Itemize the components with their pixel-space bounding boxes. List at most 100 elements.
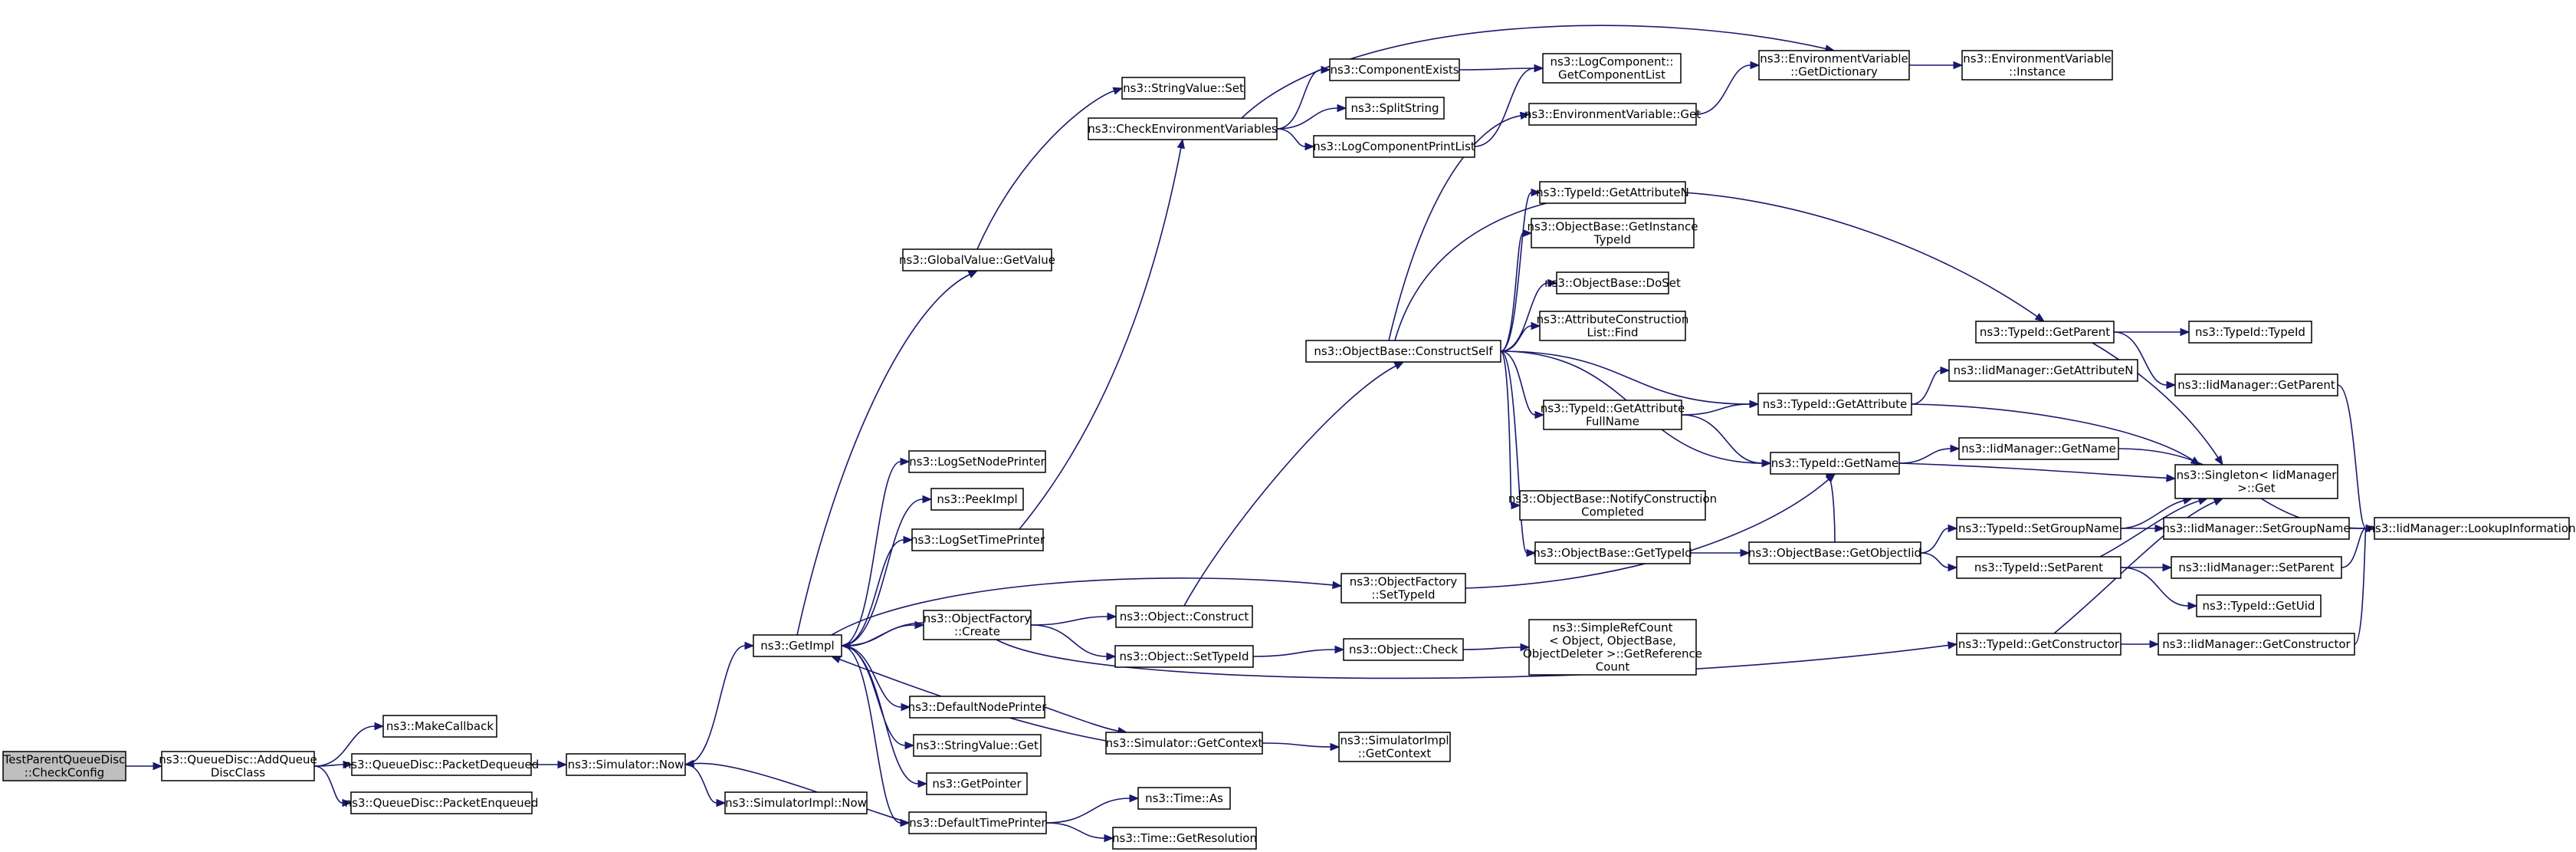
node-obnotify[interactable]: ns3::ObjectBase::NotifyConstructionCompl… xyxy=(1508,490,1717,521)
edge-line xyxy=(1681,414,1763,464)
node-iidsetparent[interactable]: ns3::IidManager::SetParent xyxy=(2171,556,2342,579)
node-label-line: ::SetTypeId xyxy=(1371,588,1435,602)
node-tidgetparent[interactable]: ns3::TypeId::GetParent xyxy=(1975,321,2115,344)
node-splitstring[interactable]: ns3::SplitString xyxy=(1345,97,1445,120)
node-strvalset[interactable]: ns3::StringValue::Set xyxy=(1121,77,1245,100)
node-deftimeprinter[interactable]: ns3::DefaultTimePrinter xyxy=(908,811,1047,834)
node-simnow[interactable]: ns3::Simulator::Now xyxy=(566,753,686,776)
node-tidgetuid[interactable]: ns3::TypeId::GetUid xyxy=(2196,594,2322,617)
node-objcheck[interactable]: ns3::Object::Check xyxy=(1343,638,1464,661)
edge-tidgetname-to-singleton xyxy=(1898,462,2177,482)
node-tidgetattr[interactable]: ns3::TypeId::GetAttribute xyxy=(1757,393,1912,416)
edge-simnow-to-getimpl xyxy=(684,641,755,765)
node-box xyxy=(926,772,1028,795)
node-label-line: ns3::TypeId::GetConstructor xyxy=(1958,637,2120,651)
node-strvalget[interactable]: ns3::StringValue::Get xyxy=(913,734,1042,757)
node-simimplnow[interactable]: ns3::SimulatorImpl::Now xyxy=(724,791,868,814)
node-logcompprint[interactable]: ns3::LogComponentPrintList xyxy=(1313,135,1475,158)
edge-line xyxy=(1044,706,1119,732)
node-pktenq[interactable]: ns3::QueueDisc::PacketEnqueued xyxy=(345,791,539,814)
node-root[interactable]: TestParentQueueDisc::CheckConfig xyxy=(2,751,126,781)
node-tidgetattrn[interactable]: ns3::TypeId::GetAttributeN xyxy=(1536,181,1689,204)
arrowhead xyxy=(1332,581,1343,590)
node-iidlookup[interactable]: ns3::IidManager::LookupInformation xyxy=(2368,517,2576,540)
arrowhead xyxy=(557,760,568,769)
edge-line xyxy=(684,645,746,765)
arrowhead xyxy=(1337,104,1347,113)
node-iidsetgroup[interactable]: ns3::IidManager::SetGroupName xyxy=(2162,517,2351,540)
node-iidgetctor[interactable]: ns3::IidManager::GetConstructor xyxy=(2158,633,2355,656)
node-tidsetparent[interactable]: ns3::TypeId::SetParent xyxy=(1956,556,2122,579)
node-simgetcontext[interactable]: ns3::Simulator::GetContext xyxy=(1105,732,1263,755)
edge-line xyxy=(1911,370,1941,405)
node-getpointer[interactable]: ns3::GetPointer xyxy=(926,772,1028,795)
node-obgetobjtid[interactable]: ns3::ObjectBase::GetObjectIid xyxy=(1748,541,1921,564)
node-label-line: ns3::QueueDisc::PacketEnqueued xyxy=(345,796,539,810)
node-objconstruct[interactable]: ns3::Object::Construct xyxy=(1115,605,1253,628)
edge-envvarget-to-envvardict xyxy=(1695,61,1761,115)
node-defnodeprinter[interactable]: ns3::DefaultNodePrinter xyxy=(908,696,1048,719)
node-obgettypeid[interactable]: ns3::ObjectBase::GetTypeId xyxy=(1533,541,1692,564)
node-tidgetname[interactable]: ns3::TypeId::GetName xyxy=(1770,452,1900,475)
edge-line xyxy=(831,577,1334,636)
node-objfactcreate[interactable]: ns3::ObjectFactory::Create xyxy=(923,610,1032,640)
node-timeas[interactable]: ns3::Time::As xyxy=(1137,787,1231,810)
edge-line xyxy=(1500,282,1549,352)
node-label-line: Completed xyxy=(1581,505,1644,519)
node-label-line: >::Get xyxy=(2237,482,2276,495)
node-compexists[interactable]: ns3::ComponentExists xyxy=(1329,58,1460,81)
arrowhead xyxy=(1393,361,1405,370)
node-box xyxy=(911,528,1044,551)
node-envvarget[interactable]: ns3::EnvironmentVariable::Get xyxy=(1524,103,1701,126)
node-constructself[interactable]: ns3::ObjectBase::ConstructSelf xyxy=(1305,340,1501,363)
node-timegetres[interactable]: ns3::Time::GetResolution xyxy=(1112,827,1257,850)
edge-constructself-to-obnotify xyxy=(1500,350,1521,510)
node-label-line: ns3::EnvironmentVariable xyxy=(1963,52,2111,66)
edge-line xyxy=(841,645,901,824)
node-tidtypeid[interactable]: ns3::TypeId::TypeId xyxy=(2188,321,2312,344)
edge-line xyxy=(1898,448,1951,464)
node-iidgetname[interactable]: ns3::IidManager::GetName xyxy=(1958,437,2119,460)
node-envvardict[interactable]: ns3::EnvironmentVariable::GetDictionary xyxy=(1758,50,1910,81)
node-box xyxy=(1519,490,1706,521)
node-makecb[interactable]: ns3::MakeCallback xyxy=(382,715,497,738)
node-iidgetparent[interactable]: ns3::IidManager::GetParent xyxy=(2174,373,2338,396)
node-simplerefcount[interactable]: ns3::SimpleRefCount< Object, ObjectBase,… xyxy=(1523,619,1702,676)
node-objfactsettypeid[interactable]: ns3::ObjectFactory::SetTypeId xyxy=(1341,573,1466,604)
edge-line xyxy=(1500,350,1536,416)
node-tidgetctor[interactable]: ns3::TypeId::GetConstructor xyxy=(1956,633,2122,656)
node-checkenv[interactable]: ns3::CheckEnvironmentVariables xyxy=(1088,117,1278,140)
edge-line xyxy=(2341,528,2367,568)
node-pktdeq[interactable]: ns3::QueueDisc::PacketDequeued xyxy=(344,753,540,776)
node-envvarinst[interactable]: ns3::EnvironmentVariable::Instance xyxy=(1961,50,2113,81)
arrowhead xyxy=(1107,612,1117,621)
node-simimplgetcontext[interactable]: ns3::SimulatorImpl::GetContext xyxy=(1338,732,1451,762)
node-tidsetgroup[interactable]: ns3::TypeId::SetGroupName xyxy=(1956,517,2122,540)
node-peekimpl[interactable]: ns3::PeekImpl xyxy=(930,488,1024,511)
node-singleton[interactable]: ns3::Singleton< IidManager >::Get xyxy=(2174,464,2338,499)
node-box xyxy=(923,610,1032,640)
node-label-line: FullName xyxy=(1586,415,1639,429)
node-getimpl[interactable]: ns3::GetImpl xyxy=(753,634,842,657)
edge-tidsetparent-to-tidgetuid xyxy=(2120,567,2198,610)
node-logtimeprinter[interactable]: ns3::LogSetTimePrinter xyxy=(911,528,1045,551)
edge-line xyxy=(1500,325,1532,352)
edge-line xyxy=(1459,67,1535,71)
node-box xyxy=(1975,321,2115,344)
node-objsettypeid[interactable]: ns3::Object::SetTypeId xyxy=(1114,645,1254,668)
edge-line xyxy=(2092,342,2219,459)
node-logcompget[interactable]: ns3::LogComponent::GetComponentList xyxy=(1542,53,1682,84)
node-label-line: ns3::IidManager::GetAttributeN xyxy=(1954,363,2134,377)
edge-objcheck-to-simplerefcount xyxy=(1462,643,1531,652)
edge-tidgetparent-to-tidtypeid xyxy=(2113,327,2190,337)
node-label-line: < Object, ObjectBase, xyxy=(1549,634,1676,648)
node-lognodeprinter[interactable]: ns3::LogSetNodePrinter xyxy=(908,450,1046,473)
node-obdoset[interactable]: ns3::ObjectBase::DoSet xyxy=(1544,271,1681,294)
node-iidgetattrn[interactable]: ns3::IidManager::GetAttributeN xyxy=(1948,359,2138,382)
arrowhead xyxy=(1519,111,1531,120)
node-gvgetvalue[interactable]: ns3::GlobalValue::GetValue xyxy=(899,248,1055,271)
